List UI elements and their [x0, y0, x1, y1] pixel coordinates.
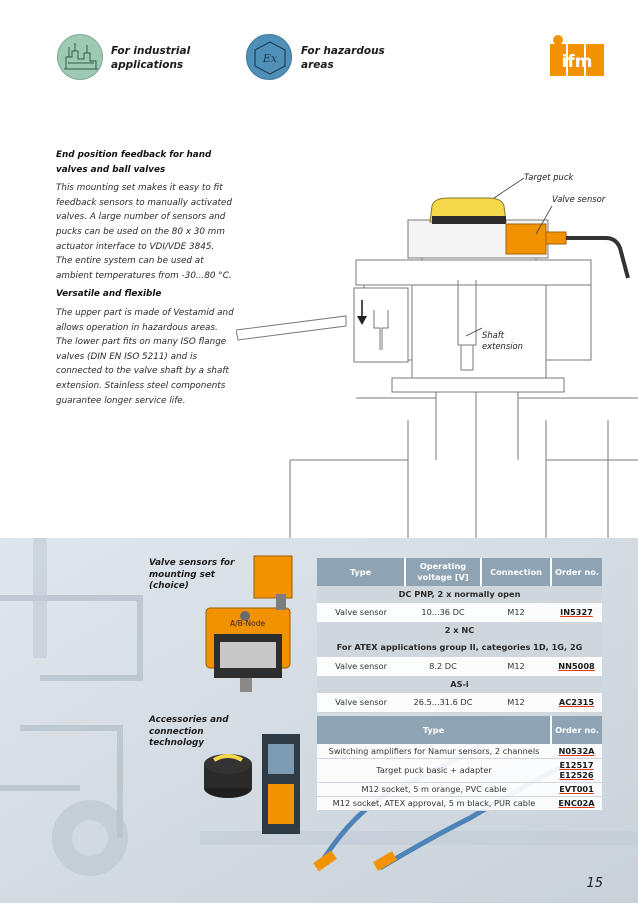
table-row: Valve sensor 8.2 DC M12 NN5008	[317, 656, 602, 677]
paragraph-vestamid: The upper part is made of Vestamid and a…	[56, 307, 234, 406]
switching-amplifier-image	[262, 734, 300, 834]
industrial-applications-icon	[57, 34, 103, 80]
col-order: Order no.	[551, 558, 602, 586]
order-number: NN5008	[551, 656, 602, 677]
accessories-table: Type Order no. Switching amplifiers for …	[317, 716, 602, 811]
group-asi: AS-i	[317, 676, 602, 693]
ifm-logo: ifm	[548, 34, 606, 82]
col-connection: Connection	[481, 558, 552, 586]
order-number: E12517 E12526	[551, 758, 602, 783]
paragraph-temperature: The entire system can be used at ambient…	[56, 256, 232, 281]
col-voltage: Operating voltage [V]	[405, 558, 482, 586]
product-panel: A/B-Node Valve sensors for mounting set …	[0, 538, 638, 903]
hazardous-areas-label: For hazardous areas	[301, 45, 385, 71]
order-number: N0532A	[551, 744, 602, 759]
order-number: IN5327	[551, 602, 602, 623]
ab-node-sensor-image: A/B-Node	[205, 607, 291, 692]
table-row: Target puck basic + adapter E12517 E1252…	[317, 758, 602, 783]
target-puck-image	[204, 754, 252, 798]
hazardous-areas-icon: Ex	[246, 34, 292, 80]
group-2nc: 2 x NC	[317, 622, 602, 639]
label-valve-sensor: Valve sensor	[552, 194, 606, 204]
table-row: Switching amplifiers for Namur sensors, …	[317, 744, 602, 759]
table-row: Valve sensor 26.5...31.6 DC M12 AC2315	[317, 692, 602, 713]
col-acc-type: Type	[317, 716, 552, 744]
valve-sensor-table: Type Operating voltage [V] Connection Or…	[317, 558, 602, 713]
table-row: M12 socket, 5 m orange, PVC cable EVT001	[317, 782, 602, 797]
col-acc-order: Order no.	[551, 716, 602, 744]
table-row: Valve sensor 10...36 DC M12 IN5327	[317, 602, 602, 623]
order-number: AC2315	[551, 692, 602, 713]
valve-sensors-label: Valve sensors for mounting set (choice)	[149, 558, 235, 591]
accessories-label: Accessories and connection technology	[149, 715, 229, 748]
table-row: M12 socket, ATEX approval, 5 m black, PU…	[317, 796, 602, 811]
intro-text: End position feedback for hand valves an…	[56, 148, 236, 412]
group-atex: For ATEX applications group II, categori…	[317, 638, 602, 657]
industrial-applications-label: For industrial applications	[111, 45, 191, 71]
order-number: ENC02A	[551, 796, 602, 811]
inductive-sensor-image	[253, 555, 293, 610]
ex-mark: Ex	[262, 52, 278, 65]
paragraph-mounting-set: This mounting set makes it easy to fit f…	[56, 183, 232, 252]
heading-versatile: Versatile and flexible	[56, 289, 162, 300]
group-dc-pnp: DC PNP, 2 x normally open	[317, 586, 602, 603]
heading-end-position: End position feedback for hand valves an…	[56, 150, 212, 175]
ab-node-label: A/B-Node	[230, 619, 265, 628]
label-shaft-extension: Shaft extension	[482, 330, 523, 351]
order-number: EVT001	[551, 782, 602, 797]
col-type: Type	[317, 558, 406, 586]
page-number: 15	[586, 876, 603, 891]
mounting-set-diagram: Target puck Valve sensor Shaft extension	[235, 160, 638, 538]
label-target-puck: Target puck	[524, 172, 574, 182]
brand-name: ifm	[562, 52, 593, 72]
